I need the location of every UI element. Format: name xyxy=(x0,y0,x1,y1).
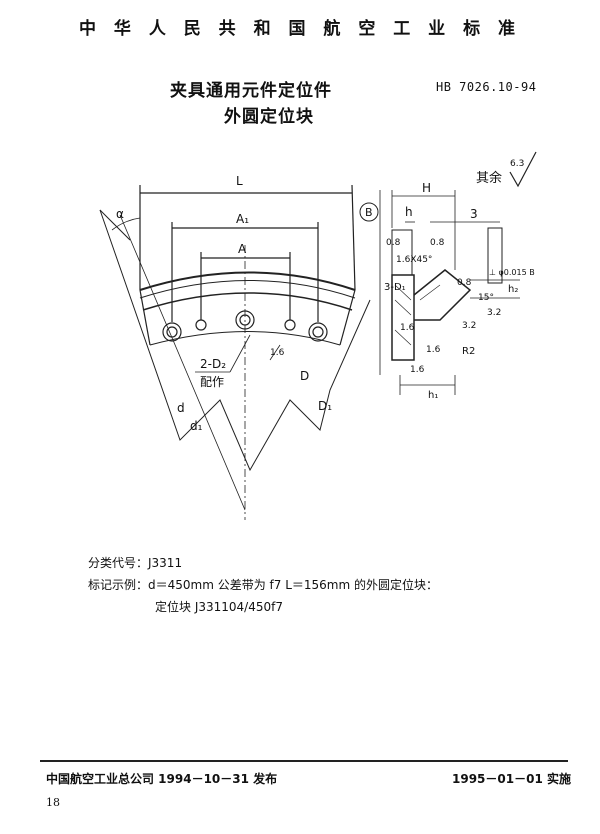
hole-pin-left xyxy=(195,319,207,331)
publish-date: 中国航空工业总公司 1994－10－31 发布 xyxy=(46,772,278,786)
roughness-value: 6.3 xyxy=(510,159,524,169)
rough-8: 3.2 xyxy=(487,308,501,318)
tolerance-text: ⊥ φ0.015 B xyxy=(489,268,535,277)
hole-right xyxy=(308,322,328,342)
dim-H: H xyxy=(422,181,431,195)
roughness-symbol xyxy=(509,151,537,188)
block-outer-arc xyxy=(139,271,356,291)
hole-pin-right xyxy=(284,319,296,331)
dim-h2: h₂ xyxy=(508,284,518,295)
marking-example: 标记示例：d＝450mm 公差带为 f7 L＝156mm 的外圆定位块： xyxy=(88,578,438,592)
chamfer-note: 1.6X45° xyxy=(396,255,432,265)
dim-3: 3 xyxy=(470,207,478,221)
label-d: d xyxy=(177,401,185,415)
dim-L: L xyxy=(236,174,243,188)
title-line2: 外圆定位块 xyxy=(224,107,314,127)
angle-alpha: α xyxy=(116,207,124,221)
dim-h: h xyxy=(405,205,413,219)
rough-1: 0.8 xyxy=(386,238,401,248)
label-d1: d₁ xyxy=(190,419,203,433)
page-number: 18 xyxy=(46,796,60,809)
label-D: D xyxy=(300,369,309,383)
section-body xyxy=(391,274,415,361)
rough-5: 1.6 xyxy=(426,345,441,355)
rough-small: 1.6 xyxy=(400,323,415,333)
workpiece-outline xyxy=(99,209,371,472)
marking-code: 定位块 J331104/450f7 xyxy=(155,600,283,614)
rough-3: 0.8 xyxy=(457,278,472,288)
label-2D2: 2-D₂ xyxy=(200,357,226,371)
rough-2: 0.8 xyxy=(430,238,445,248)
label-3D1: 3-D₁ xyxy=(384,282,406,293)
classification-code: 分类代号：J3311 xyxy=(88,556,183,570)
technical-drawing: L A₁ A α 2-D₂ 配作 D D₁ d d₁ B H h 3 3-D₁ … xyxy=(99,151,537,520)
standard-header: 中 华 人 民 共 和 国 航 空 工 业 标 准 xyxy=(78,19,522,39)
implement-date: 1995－01－01 实施 xyxy=(452,772,571,786)
angle-15: 15° xyxy=(478,293,494,303)
dim-A: A xyxy=(238,242,247,256)
hole-left xyxy=(162,322,182,342)
radius-R2: R2 xyxy=(462,346,475,357)
rough-7: 1.6 xyxy=(410,365,425,375)
label-peizuo: 配作 xyxy=(200,375,224,389)
dim-h1: h₁ xyxy=(428,390,438,401)
standard-number: HB 7026.10-94 xyxy=(436,80,537,94)
datum-b-circle xyxy=(359,202,379,222)
datum-b: B xyxy=(365,206,373,219)
rough-6: 1.6 xyxy=(270,348,285,358)
tolerance-frame xyxy=(487,227,503,284)
rough-4: 3.2 xyxy=(462,321,476,331)
footer-divider xyxy=(40,760,568,762)
roughness-note: 其余 xyxy=(476,170,502,186)
title-line1: 夹具通用元件定位件 xyxy=(170,81,332,101)
label-D1: D₁ xyxy=(318,399,332,413)
dim-A1: A₁ xyxy=(236,212,249,226)
